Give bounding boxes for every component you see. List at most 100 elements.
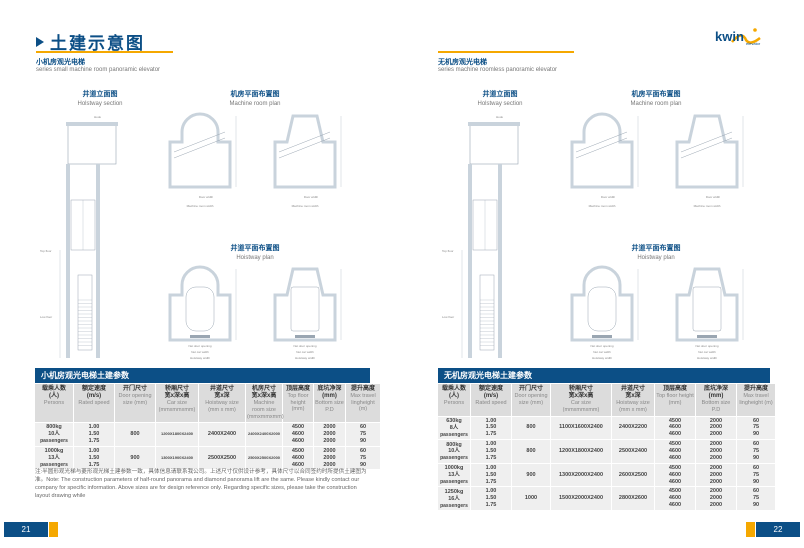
cell-value: 1200X1800X2400 bbox=[558, 448, 604, 455]
cell-hoistway: 2500X2500 bbox=[199, 446, 245, 470]
cell-line: 4600 bbox=[291, 437, 305, 444]
column-header: 额定速度 (m/s)Rated speed bbox=[471, 384, 511, 416]
svg-text:Net door opening: Net door opening bbox=[590, 344, 613, 348]
cell-line: 4500 bbox=[668, 417, 682, 424]
cell-line: 4600 bbox=[668, 502, 682, 509]
cell-line: 2000 bbox=[323, 424, 336, 431]
cell-line: 4600 bbox=[668, 448, 682, 455]
header-en: Bottom size P.D bbox=[315, 400, 344, 413]
svg-text:Net car width: Net car width bbox=[698, 350, 716, 354]
cell-line: 4600 bbox=[291, 461, 305, 468]
cell-line: passengers bbox=[40, 461, 68, 468]
label-cn: 井道立面图 bbox=[82, 91, 118, 98]
cell-line: 1.75 bbox=[485, 478, 497, 485]
svg-text:Hook: Hook bbox=[94, 115, 102, 119]
cell-value: 2400X2200 bbox=[618, 424, 648, 431]
cell-car: 1200X1800X2400 bbox=[156, 423, 198, 446]
header-cn: 顶层高度 bbox=[662, 386, 687, 392]
page-number-right: 22 bbox=[756, 522, 800, 537]
table-title-bar: 小机房观光电梯土建参数 bbox=[35, 368, 370, 383]
svg-text:Low floor: Low floor bbox=[40, 315, 52, 319]
page-number-left: 21 bbox=[4, 522, 48, 537]
cell-line: 75 bbox=[752, 471, 760, 478]
header-en: Max travel lingheight (m) bbox=[739, 393, 773, 406]
label-en: Machine room plan bbox=[229, 101, 281, 107]
header-cn: 井道尺寸 宽x深 bbox=[620, 386, 645, 400]
cell-line: 2000 bbox=[709, 471, 723, 478]
cell-line: 75 bbox=[752, 448, 760, 455]
cell-line: 60 bbox=[359, 424, 367, 431]
cell-line: 90 bbox=[359, 461, 367, 468]
header-en: Car size (mmxmmxmm) bbox=[562, 400, 600, 413]
svg-text:Top floor: Top floor bbox=[442, 249, 454, 253]
logo-icon bbox=[731, 28, 761, 44]
svg-text:Door width: Door width bbox=[601, 195, 616, 199]
header-cn: 底坑净深 (mm) bbox=[317, 386, 342, 400]
cell-line: 2000 bbox=[709, 464, 723, 471]
cell-line: 60 bbox=[752, 488, 760, 495]
cell-hoistway: 2600X2500 bbox=[612, 463, 654, 487]
cell-value: 800 bbox=[526, 448, 536, 455]
kwin-logo: kwin elevator bbox=[714, 26, 774, 48]
cell-value: 900 bbox=[130, 454, 140, 461]
cell-line: 90 bbox=[359, 437, 367, 444]
svg-text:Low floor: Low floor bbox=[442, 315, 454, 319]
header-cn: 载乘人数 (人) bbox=[41, 386, 66, 400]
cell-line: 75 bbox=[359, 454, 367, 461]
header-en: Door opening size (mm) bbox=[118, 393, 152, 406]
cell-line: 90 bbox=[752, 431, 760, 438]
cell-car: 1500X2000X2400 bbox=[551, 487, 611, 511]
cell-line: 60 bbox=[752, 441, 760, 448]
header-cn: 顶层高度 bbox=[285, 386, 310, 392]
cell-value: 2400X2400 bbox=[207, 431, 237, 438]
header-cn: 井道尺寸 宽x深 bbox=[209, 386, 234, 400]
label-hoistway-section: 井道立面图 Holstway section bbox=[40, 89, 160, 107]
svg-text:Net door opening: Net door opening bbox=[293, 344, 316, 348]
label-en: Holstway section bbox=[77, 101, 123, 107]
cell-line: 2000 bbox=[323, 431, 336, 438]
cell-car: 1200X1800X2400 bbox=[551, 440, 611, 463]
cell-line: 8人 bbox=[449, 424, 459, 431]
left-subtitle: 小机房观光电梯 series small machine room panora… bbox=[36, 57, 160, 73]
cell-line: 800kg bbox=[46, 424, 62, 431]
cell-machine: 2500X2500X2000 bbox=[246, 446, 282, 470]
page-title-text: 土建示意图 bbox=[50, 34, 145, 53]
cell-line: 1.75 bbox=[88, 461, 100, 468]
cell-line: 75 bbox=[752, 424, 760, 431]
column-header: 底坑净深 (mm)Bottom size P.D bbox=[696, 384, 736, 416]
cell-line: 90 bbox=[752, 454, 760, 461]
cell-value: 1300X1900X2400 bbox=[160, 454, 194, 460]
cell-value: 2800X2600 bbox=[618, 495, 648, 502]
cell-line: 2000 bbox=[323, 461, 336, 468]
cell-line: 2000 bbox=[323, 437, 336, 444]
cell-line: passengers bbox=[440, 478, 468, 485]
header-en: Persons bbox=[43, 400, 65, 407]
svg-text:Net door opening: Net door opening bbox=[188, 344, 211, 348]
cell-line: 2000 bbox=[709, 441, 723, 448]
page-accent-right bbox=[746, 522, 755, 537]
header-cn: 机房尺寸 宽x深x高 bbox=[251, 386, 277, 400]
header-cn: 额定速度 (m/s) bbox=[478, 386, 503, 400]
column-header: 底坑净深 (mm)Bottom size P.D bbox=[314, 384, 345, 423]
cell-line: 2000 bbox=[709, 424, 723, 431]
cell-line: 75 bbox=[359, 431, 367, 438]
